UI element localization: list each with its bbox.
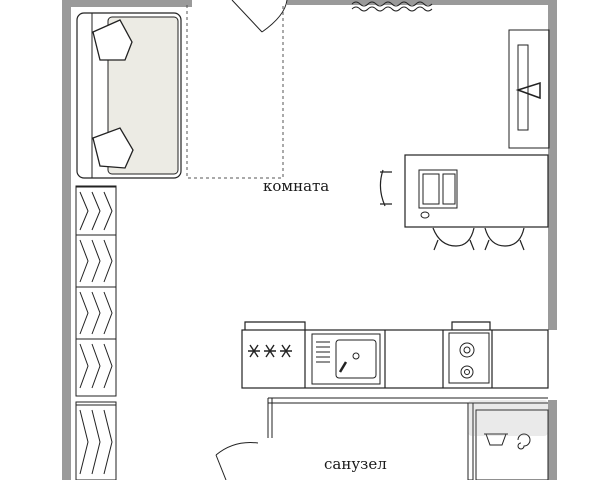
hanger-icon: [103, 409, 113, 475]
bathroom-label: санузел: [324, 455, 387, 473]
hanger-icon: [79, 239, 89, 283]
right-wall-upper: [548, 0, 557, 330]
sofa-icon: [76, 12, 182, 179]
hanger-icon: [91, 409, 101, 475]
hanger-icon: [103, 343, 113, 389]
hanger-icon: [79, 409, 89, 475]
hob-icon: [448, 332, 490, 384]
window-icon: [351, 1, 433, 12]
washing-machine-icon: [475, 409, 549, 480]
desk-icon: [404, 154, 549, 228]
watermark: [468, 400, 548, 436]
hanger-icon: [103, 291, 113, 335]
hanger-icon: [103, 191, 113, 231]
hanger-icon: [103, 239, 113, 283]
door-swing-icon: [231, 0, 288, 33]
stove-icon: [248, 344, 292, 358]
hanger-icon: [91, 191, 101, 231]
room-label: комната: [263, 177, 330, 195]
kitchen-counter: [241, 321, 549, 389]
hanger-icon: [91, 343, 101, 389]
hanger-icon: [91, 239, 101, 283]
pillow-icon: [92, 19, 134, 169]
chair-icon: [379, 169, 525, 251]
hanger-icon: [79, 343, 89, 389]
hanger-icon: [91, 291, 101, 335]
top-wall-left: [62, 0, 192, 7]
dashed-zone: [186, 5, 284, 179]
door-swing-icon: [215, 442, 259, 480]
sink-icon: [311, 333, 381, 385]
laptop-icon: [418, 169, 458, 219]
tv-stand-icon: [508, 29, 550, 149]
hanger-icon: [79, 291, 89, 335]
right-wall-lower: [548, 400, 557, 480]
bathroom-walls: [267, 397, 548, 480]
wardrobe-icon: [75, 185, 117, 480]
left-wall: [62, 0, 71, 480]
hanger-icon: [79, 191, 89, 231]
